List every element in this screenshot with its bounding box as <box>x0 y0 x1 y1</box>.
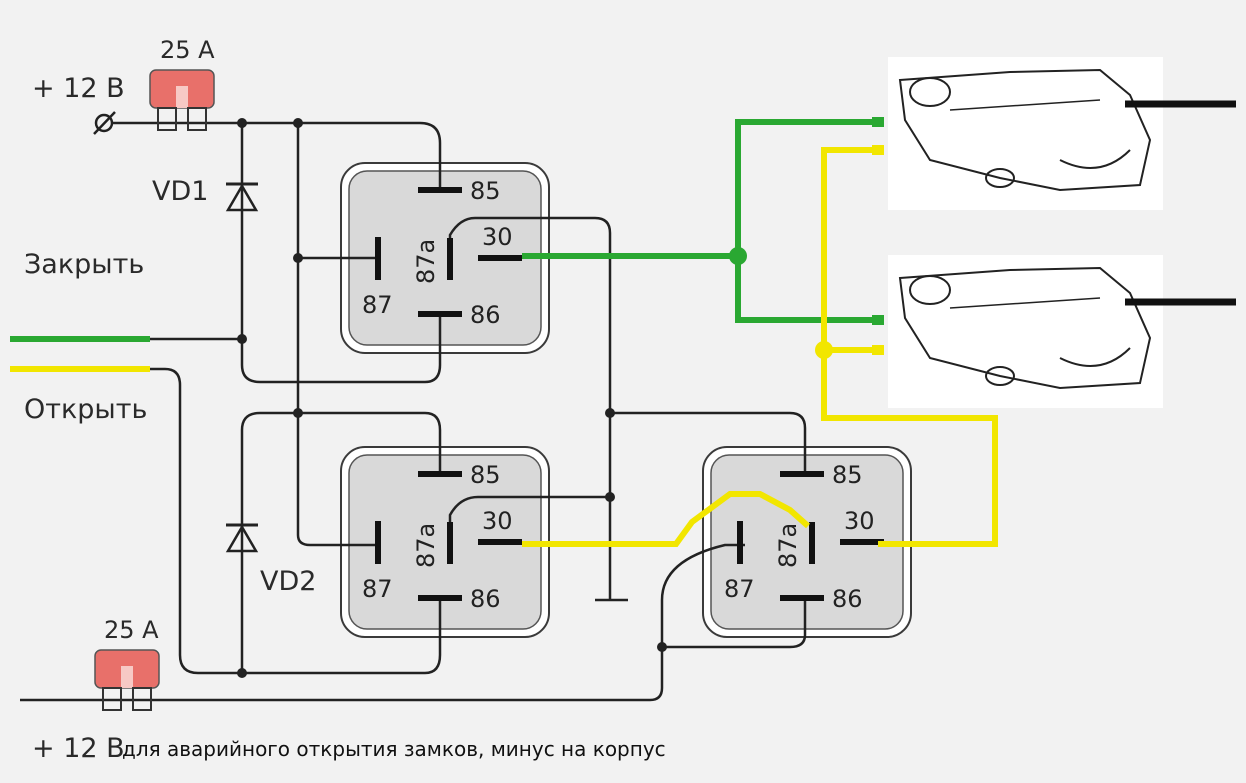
actuator-connectors <box>872 117 884 355</box>
lock-actuator-1-icon <box>888 57 1236 210</box>
relay2-pin-86: 86 <box>470 585 501 613</box>
diode-vd1-label: VD1 <box>152 176 208 207</box>
diode-vd1-icon <box>225 182 259 212</box>
relay3-pin-87a: 87a <box>774 523 802 568</box>
black-wires <box>20 121 807 702</box>
yellow-junction <box>815 341 833 359</box>
relay2-pin-87a: 87a <box>412 523 440 568</box>
diode-vd2-icon <box>225 523 259 553</box>
relay1-pin-85: 85 <box>470 177 501 205</box>
relay3-pin-87: 87 <box>724 575 755 603</box>
relay1-pin-30: 30 <box>482 223 513 251</box>
relay1-pin-87a: 87a <box>412 239 440 284</box>
footer-supply-label: + 12 В <box>32 733 125 764</box>
green-junction <box>729 247 747 265</box>
relay3-pin-85: 85 <box>832 461 863 489</box>
supply-terminal-icon <box>93 111 116 135</box>
relay3-pin-86: 86 <box>832 585 863 613</box>
fuse-bottom-icon <box>94 649 160 711</box>
junction-dots <box>237 118 667 678</box>
relay1-pin-86: 86 <box>470 301 501 329</box>
open-input-label: Открыть <box>24 394 147 425</box>
green-wires <box>10 119 880 342</box>
relay2-pin-30: 30 <box>482 507 513 535</box>
yellow-wires <box>10 147 998 547</box>
fuse-bottom-rating: 25 A <box>104 616 159 644</box>
relay1-pin-87: 87 <box>362 291 393 319</box>
relay2-pin-85: 85 <box>470 461 501 489</box>
footer-caption: для аварийного открытия замков, минус на… <box>122 737 666 761</box>
supply-label-top: + 12 В <box>32 73 125 104</box>
relay3-pin-30: 30 <box>844 507 875 535</box>
fuse-top-rating: 25 A <box>160 36 215 64</box>
relay-contacts <box>375 187 884 601</box>
close-input-label: Закрыть <box>24 249 144 280</box>
fuse-top-icon <box>149 69 215 131</box>
lock-actuator-2-icon <box>888 255 1236 408</box>
relay2-pin-87: 87 <box>362 575 393 603</box>
diode-vd2-label: VD2 <box>260 566 316 597</box>
